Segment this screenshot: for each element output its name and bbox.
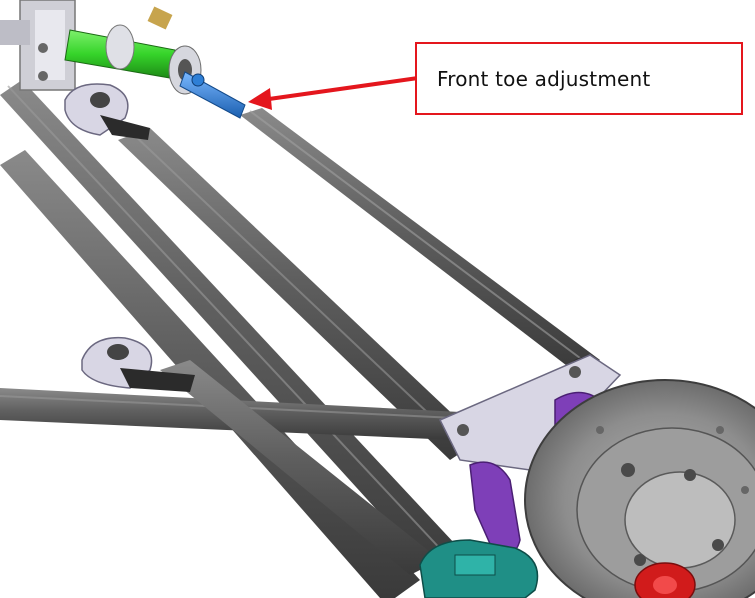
brake-caliper xyxy=(419,539,539,598)
hub-red-center xyxy=(634,562,696,598)
toe-adjuster-rod-end xyxy=(179,71,246,119)
annotation-label: Front toe adjustment xyxy=(437,66,651,91)
green-drive-shaft xyxy=(64,6,202,95)
brake-disc xyxy=(524,379,755,598)
toe-link-tube xyxy=(240,108,600,375)
upper-wishbone-front-tube xyxy=(118,128,480,460)
annotation-label-box: Front toe adjustment xyxy=(415,42,743,115)
lower-diagonal-tube xyxy=(160,360,440,575)
lower-left-bracket xyxy=(81,336,195,392)
annotation-arrow xyxy=(248,76,419,110)
lower-wishbone-rear-tube xyxy=(0,80,470,585)
upper-left-bracket xyxy=(64,83,150,140)
chassis-mount-block xyxy=(0,0,76,91)
